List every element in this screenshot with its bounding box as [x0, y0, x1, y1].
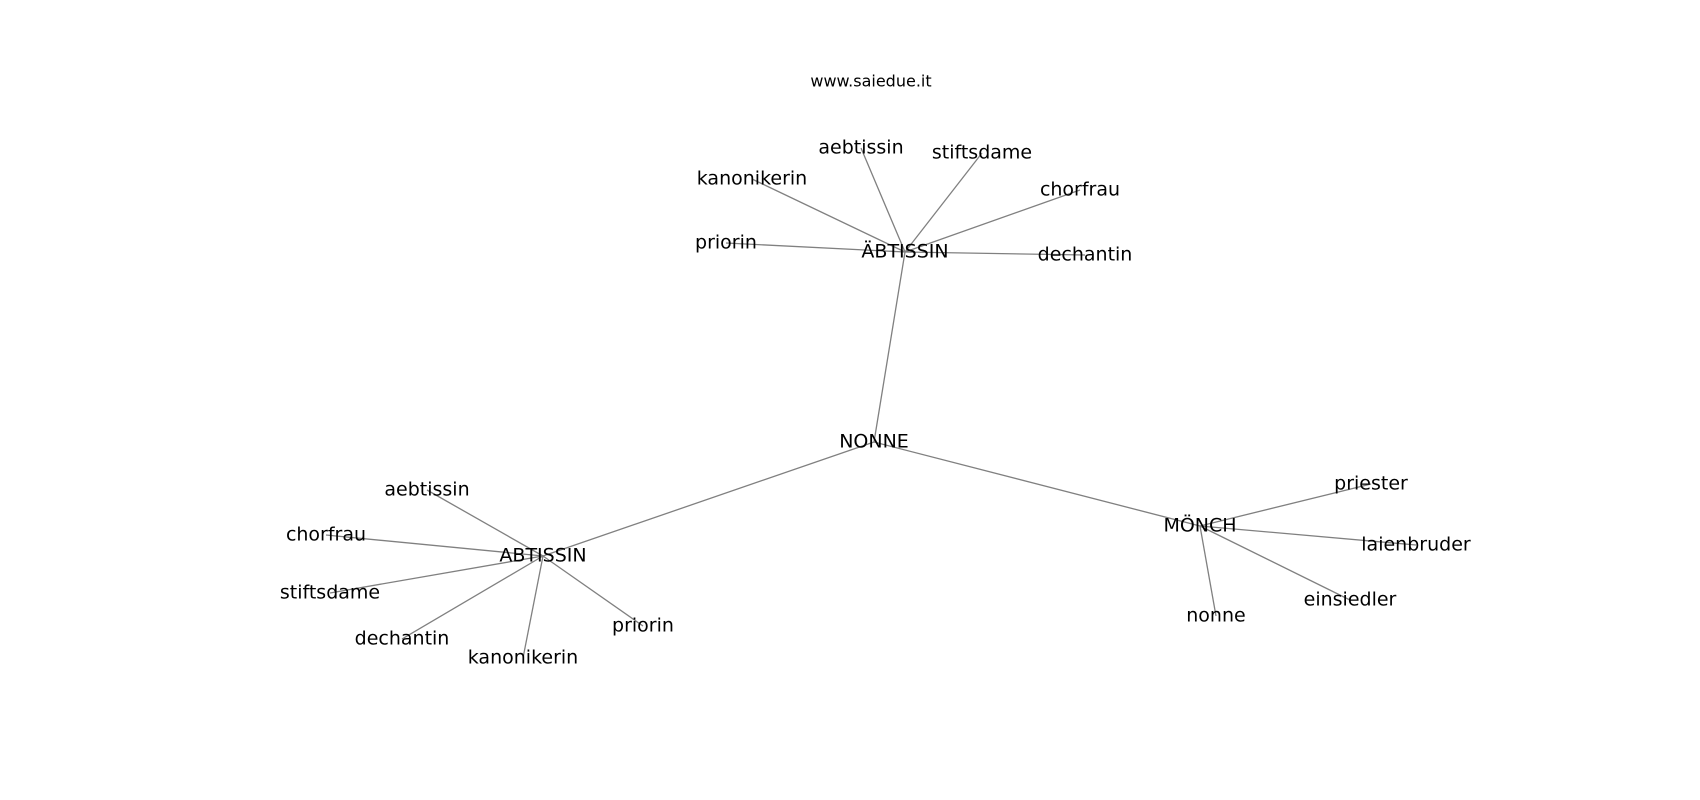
watermark-text: www.saiedue.it	[810, 72, 931, 91]
node-label-top-dechantin: dechantin	[1038, 244, 1133, 266]
node-label-top-chorfrau: chorfrau	[1040, 179, 1120, 201]
node-label-left-dechantin: dechantin	[355, 628, 450, 650]
node-label-top-stiftsdame: stiftsdame	[932, 142, 1032, 164]
node-label-top-aebtissin: aebtissin	[818, 137, 903, 159]
node-label-center: NONNE	[839, 431, 909, 453]
edge-center-hub_right	[873, 441, 1201, 527]
edge-hub_top-top_dechantin	[904, 251, 1086, 256]
node-label-right-priester: priester	[1334, 473, 1408, 495]
edge-hub_right-right_laienbruder	[1199, 525, 1417, 546]
edge-hub_left-left_stiftsdame	[329, 555, 544, 594]
node-label-right-nonne: nonne	[1186, 605, 1245, 627]
edge-hub_right-right_priester	[1199, 483, 1372, 527]
edge-center-hub_left	[542, 441, 875, 557]
node-label-top-kanonikerin: kanonikerin	[697, 168, 807, 190]
edge-hub_left-left_dechantin	[401, 555, 544, 640]
node-label-hub-top: ÄBTISSIN	[861, 240, 948, 263]
node-label-left-priorin: priorin	[612, 615, 674, 637]
edge-hub_top-top_chorfrau	[904, 189, 1081, 253]
edge-hub_left-left_kanonikerin	[522, 555, 544, 659]
node-label-left-kanonikerin: kanonikerin	[468, 647, 578, 669]
edge-hub_top-top_priorin	[725, 242, 906, 253]
node-label-left-aebtissin: aebtissin	[384, 479, 469, 501]
node-label-right-laienbruder: laienbruder	[1361, 534, 1471, 556]
labels-layer: NONNE ÄBTISSIN ABTISSIN MÖNCH aebtissin stift…	[280, 137, 1471, 669]
edge-hub_left-left_chorfrau	[325, 534, 544, 557]
edge-hub_top-top_kanonikerin	[751, 178, 906, 253]
node-label-hub-right: MÖNCH	[1163, 514, 1236, 537]
edge-hub_left-left_aebtissin	[426, 489, 544, 557]
edge-center-hub_top	[873, 251, 906, 443]
edge-hub_right-right_einsiedler	[1199, 525, 1351, 601]
node-label-right-einsiedler: einsiedler	[1304, 589, 1397, 611]
edge-hub_left-left_priorin	[542, 555, 644, 627]
node-label-top-priorin: priorin	[695, 232, 757, 254]
node-label-hub-left: ABTISSIN	[499, 545, 586, 567]
edge-hub_top-top_stiftsdame	[904, 152, 983, 253]
edge-hub_right-right_nonne	[1199, 525, 1217, 617]
edges-layer	[325, 147, 1417, 659]
node-label-left-chorfrau: chorfrau	[286, 524, 366, 546]
edge-hub_top-top_aebtissin	[860, 147, 906, 253]
node-label-left-stiftsdame: stiftsdame	[280, 582, 380, 604]
